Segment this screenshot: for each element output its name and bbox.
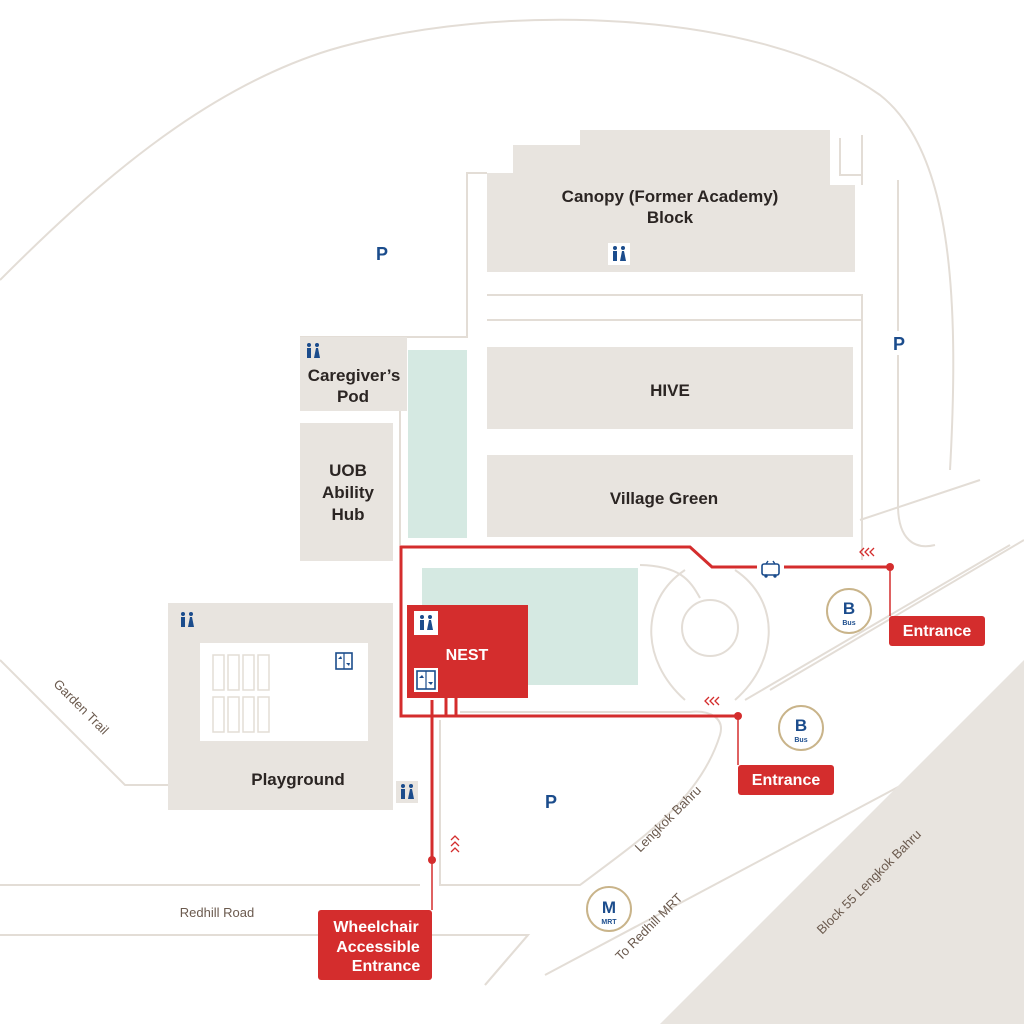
accessible-route <box>399 545 890 860</box>
svg-text:Wheelchair: Wheelchair <box>333 919 418 936</box>
bus-stop-icon: B Bus <box>826 588 872 634</box>
parking-icon: P <box>539 789 563 813</box>
toilet-icon <box>396 781 418 803</box>
block55-area <box>660 660 1024 1024</box>
svg-text:Bus: Bus <box>842 620 855 627</box>
chevron-left-icon <box>859 547 875 557</box>
taxi-icon <box>757 559 784 583</box>
svg-text:P: P <box>376 244 388 264</box>
east-entrance-badge: Entrance <box>889 616 985 646</box>
svg-text:M: M <box>602 898 616 917</box>
toilet-icon <box>414 611 438 635</box>
site-boundary <box>0 18 955 786</box>
svg-text:Accessible: Accessible <box>336 939 420 956</box>
toilet-icon <box>302 340 324 362</box>
south-entrance-badge: Entrance <box>738 765 834 795</box>
garden-trail-label: Garden Trail <box>51 676 112 737</box>
toilet-icon <box>176 609 198 631</box>
lift-icon <box>333 650 355 672</box>
redhill-road-label: Redhill Road <box>180 905 254 920</box>
caregiver-pod-label-line1: Caregiver’s <box>308 366 401 385</box>
lift-icon <box>414 668 438 692</box>
svg-text:P: P <box>893 334 905 354</box>
hive-label: HIVE <box>650 381 690 400</box>
mrt-station-icon: M MRT <box>586 886 632 932</box>
wheelchair-entrance-badge: Wheelchair Accessible Entrance <box>318 910 432 980</box>
uob-ability-hub-building <box>300 423 393 561</box>
nest-label: NEST <box>446 647 489 664</box>
uob-label-line3: Hub <box>331 505 364 524</box>
canopy-label-line2: Block <box>647 208 694 227</box>
canopy-label-line1: Canopy (Former Academy) <box>562 187 779 206</box>
svg-text:B: B <box>843 599 855 618</box>
caregiver-pod-label-line2: Pod <box>337 387 369 406</box>
parking-icon: P <box>370 241 394 265</box>
roundabout <box>681 599 739 657</box>
playground-label: Playground <box>251 770 345 789</box>
playground-equipment <box>212 654 270 733</box>
route-dots <box>428 563 894 864</box>
svg-text:B: B <box>795 716 807 735</box>
canopy-building <box>487 130 855 272</box>
svg-text:Entrance: Entrance <box>752 772 821 789</box>
uob-label-line2: Ability <box>322 483 374 502</box>
svg-text:MRT: MRT <box>601 919 617 926</box>
toilet-icon <box>608 243 630 265</box>
chevron-left-icon <box>704 696 720 706</box>
drop-off-loop <box>650 569 770 701</box>
svg-text:Bus: Bus <box>794 737 807 744</box>
route-connectors <box>431 567 891 910</box>
svg-text:Entrance: Entrance <box>352 958 421 975</box>
parking-icon: P <box>887 331 911 355</box>
walkways <box>0 135 1024 986</box>
uob-label-line1: UOB <box>329 461 367 480</box>
village-green-building <box>487 455 853 537</box>
pool-west <box>408 350 467 538</box>
lengkok-bahru-label: Lengkok Bahru <box>632 783 704 855</box>
village-green-label: Village Green <box>610 489 718 508</box>
svg-text:P: P <box>545 792 557 812</box>
bus-stop-icon: B Bus <box>778 705 824 751</box>
chevron-up-icon <box>450 835 460 853</box>
svg-text:Entrance: Entrance <box>903 623 972 640</box>
hive-building <box>487 347 853 429</box>
